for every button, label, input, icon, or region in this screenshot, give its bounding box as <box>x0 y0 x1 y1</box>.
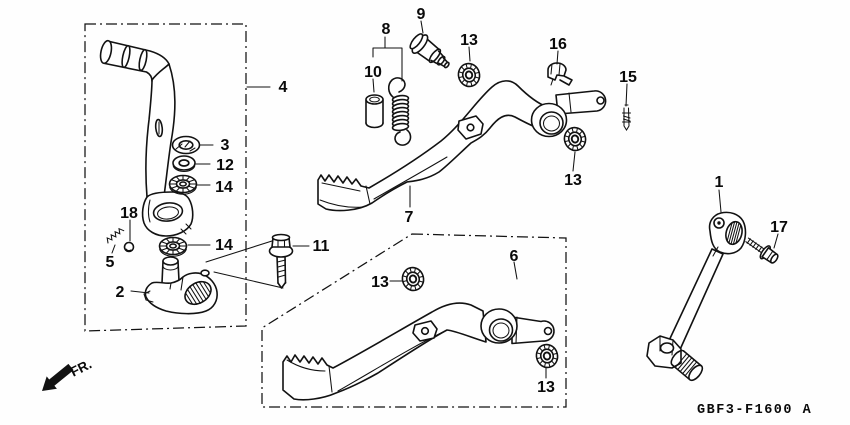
part-ref-16: 16 <box>549 36 567 53</box>
part-ref-8: 8 <box>382 21 391 38</box>
leader-joint-to-bolt-b <box>213 271 284 289</box>
gearshift-pedal-group <box>646 189 779 382</box>
leader-17 <box>773 233 779 249</box>
brake-pedal-upper-group <box>317 20 632 212</box>
leader-10 <box>372 78 375 93</box>
kick-starter-group <box>84 23 284 332</box>
group-box-kick-starter <box>84 23 247 332</box>
washer-14-lower <box>158 236 188 258</box>
leader-16 <box>556 50 559 65</box>
gearshift-pedal-1 <box>646 211 747 382</box>
part-ref-12: 12 <box>216 157 234 174</box>
dust-seal-13-c <box>398 264 428 294</box>
leader-9 <box>420 20 424 34</box>
part-labels: 4 3 12 14 14 18 5 2 8 10 9 13 16 15 13 7… <box>106 6 788 396</box>
kick-starter-joint-2 <box>143 256 218 315</box>
part-ref-6: 6 <box>510 248 519 265</box>
dust-seal-13-a <box>454 60 484 90</box>
washer-14-upper <box>168 174 198 196</box>
joint-pin-9 <box>409 33 450 69</box>
leader-6 <box>513 261 518 280</box>
dust-seal-13-b <box>560 124 590 154</box>
group-box-brake-pedal-alt <box>261 233 567 408</box>
part-ref-7: 7 <box>405 209 414 226</box>
leader-1 <box>718 189 722 213</box>
leader-8 <box>372 36 403 82</box>
part-ref-9: 9 <box>417 6 426 23</box>
part-ref-13-d: 13 <box>537 379 555 396</box>
leader-13-a <box>468 46 471 62</box>
return-spring-8 <box>387 77 412 146</box>
pedal-eyelet <box>511 316 555 345</box>
spring-5 <box>106 227 125 244</box>
bolt-17 <box>745 237 779 264</box>
part-ref-14-upper: 14 <box>215 179 233 196</box>
toe-peg <box>670 349 704 382</box>
part-ref-13-c: 13 <box>371 274 389 291</box>
leader-2 <box>130 290 150 294</box>
part-ref-14-lower: 14 <box>215 237 233 254</box>
front-direction-marker: FR. <box>42 356 94 391</box>
leader-15 <box>625 83 628 107</box>
leader-13-b <box>572 151 576 172</box>
brake-pedal-lower-group <box>261 233 567 408</box>
fr-direction-arrow-icon <box>42 363 74 391</box>
part-ref-3: 3 <box>221 137 230 154</box>
kick-starter-arm <box>99 39 194 237</box>
dust-seal-13-d <box>532 341 562 371</box>
part-ref-15: 15 <box>619 69 637 86</box>
part-ref-13-b: 13 <box>564 172 582 189</box>
pin-15 <box>621 104 632 131</box>
part-ref-17: 17 <box>770 219 788 236</box>
part-ref-11: 11 <box>313 238 330 255</box>
part-ref-13-a: 13 <box>460 32 478 49</box>
leader-5 <box>111 244 116 254</box>
circlip-3 <box>171 135 201 155</box>
brake-pedal-7 <box>317 80 607 212</box>
part-ref-18: 18 <box>120 205 138 222</box>
washer-12 <box>172 155 196 173</box>
bolt-11 <box>268 233 294 289</box>
part-ref-5: 5 <box>106 254 115 271</box>
clip-16 <box>547 62 573 86</box>
brake-pedal-6 <box>282 302 555 401</box>
part-ref-1: 1 <box>715 174 724 191</box>
pedal-eyelet <box>555 90 607 115</box>
part-ref-10: 10 <box>364 64 382 81</box>
collar-10 <box>365 94 384 129</box>
part-ref-2: 2 <box>116 284 125 301</box>
part-ref-4: 4 <box>279 79 288 96</box>
diagram-code: GBF3-F1600 A <box>697 403 812 418</box>
fr-direction-label: FR. <box>68 356 94 379</box>
leader-joint-to-bolt-a <box>205 240 273 263</box>
